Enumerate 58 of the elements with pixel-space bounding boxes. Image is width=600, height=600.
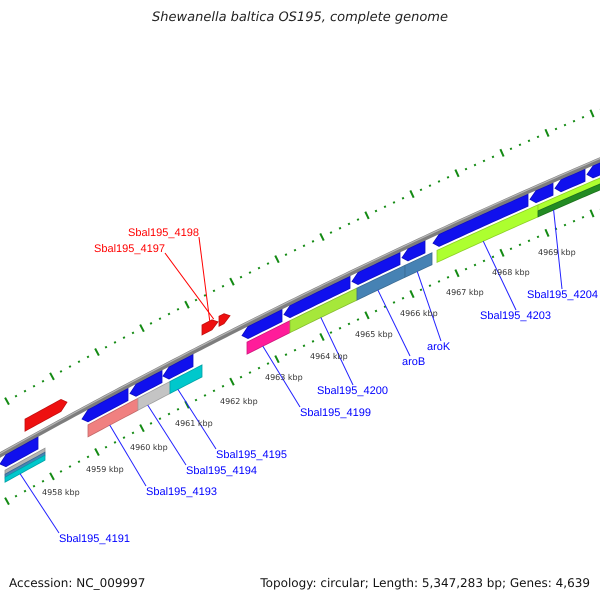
scale-label: 4959 kbp (86, 465, 124, 474)
gene-bar (4, 454, 46, 483)
gene-label: aroB (402, 356, 426, 368)
gene-block (0, 436, 38, 468)
gene-block (218, 313, 231, 327)
gene-bar (88, 398, 138, 438)
leader-line (377, 290, 410, 356)
gene-label: Sbal195_4193 (146, 486, 217, 498)
gene-block (202, 319, 219, 336)
gene-bar (538, 180, 600, 218)
gene-label: Sbal195_4194 (186, 465, 257, 477)
gene-block (401, 240, 426, 262)
gene-label: Sbal195_4203 (480, 310, 551, 322)
gene-bar (170, 364, 202, 394)
gene-block (162, 354, 194, 380)
scale-label: 4967 kbp (446, 288, 484, 297)
gene-block (283, 276, 350, 318)
gene-label: Sbal195_4198 (128, 227, 199, 239)
leader-line (109, 424, 146, 486)
gene-bar (246, 320, 290, 355)
gene-bar (138, 380, 170, 411)
gene-bar (404, 252, 432, 278)
gene-label: Sbal195_4199 (300, 407, 371, 419)
gene-block (554, 168, 586, 192)
leader-line (482, 240, 516, 310)
scale-label: 4965 kbp (355, 330, 393, 339)
gene-label: aroK (427, 341, 450, 353)
gene-block (241, 308, 282, 340)
leader-line (320, 316, 354, 386)
gene-block (81, 388, 128, 422)
gene-label: Sbal195_4200 (317, 385, 388, 397)
leader-line (262, 346, 300, 408)
scale-label: 4969 kbp (538, 248, 576, 257)
footer-text: Topology: circular; Length: 5,347,283 bp; Genes: 4,639 (260, 576, 590, 590)
leader-line (553, 209, 562, 290)
gene-label: Sbal195_4204 (527, 289, 598, 301)
gene-bar (436, 204, 538, 264)
gene-label: Sbal195_4195 (216, 449, 287, 461)
diagram-title: Shewanella baltica OS195, complete genome (151, 10, 449, 25)
scale-label: 4962 kbp (220, 397, 258, 406)
gene-block (24, 399, 68, 432)
leader-line (198, 236, 210, 322)
leader-line (20, 473, 60, 534)
gene-block (432, 194, 528, 247)
leader-line (164, 252, 214, 320)
gene-block (351, 252, 400, 286)
scale-label: 4958 kbp (42, 488, 80, 497)
gene-label: Sbal195_4197 (94, 243, 165, 255)
scale-label: 4960 kbp (130, 443, 168, 452)
leader-line (177, 388, 216, 450)
gene-block (586, 160, 600, 178)
gene-bar (356, 264, 406, 301)
gene-block (129, 370, 162, 397)
gene-label: Sbal195_4191 (59, 533, 130, 545)
footer-text: Accession: NC_009997 (9, 576, 146, 590)
leader-line (416, 271, 442, 342)
leader-line (147, 404, 186, 466)
gene-block (529, 182, 554, 204)
